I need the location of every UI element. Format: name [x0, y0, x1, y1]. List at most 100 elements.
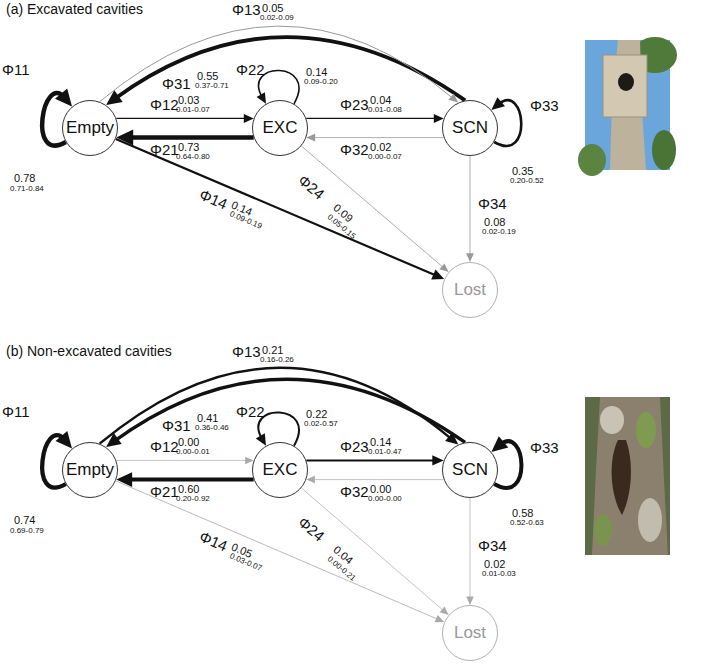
arrowhead: [306, 134, 315, 142]
transition-symbol: Φ12: [150, 97, 179, 114]
arrowhead: [435, 615, 445, 622]
arrowhead: [466, 253, 474, 262]
probability-value: 0.21: [262, 344, 283, 356]
state-name: Empty: [66, 118, 114, 138]
transition-symbol: Φ11: [2, 404, 30, 421]
panel-title: (b) Non-excavated cavities: [6, 344, 172, 359]
transition-symbol: Φ33: [530, 98, 559, 115]
state-circle: EXC: [252, 100, 308, 156]
transition-symbol: Φ22: [236, 404, 265, 421]
transition-symbol: Φ11: [2, 62, 30, 79]
confidence-interval: 0.02-0.57: [304, 420, 338, 429]
arrowhead: [306, 476, 315, 484]
transition-arrow: [306, 459, 435, 461]
transition-arrow: [312, 479, 443, 480]
transition-symbol: Φ31: [162, 418, 191, 435]
arrowhead: [256, 433, 266, 446]
moss: [594, 514, 612, 546]
transition-arrow: [116, 481, 439, 620]
arrowhead: [116, 472, 132, 487]
probability-value: 0.02: [370, 141, 391, 153]
transition-arrow: [470, 156, 471, 256]
state-circle: Empty: [62, 442, 118, 498]
probability-value: 0.74: [14, 514, 35, 526]
arrowhead: [56, 431, 73, 449]
transition-arrow: [127, 478, 253, 482]
confidence-interval: 0.00-0.00: [368, 495, 402, 504]
arrowhead: [449, 94, 459, 103]
probability-value: 0.02: [484, 558, 505, 570]
confidence-interval: 0.01-0.08: [368, 106, 402, 115]
confidence-interval: 0.20-0.92: [176, 495, 210, 504]
transition-arrow: [116, 118, 247, 119]
transition-symbol: Φ13: [232, 344, 261, 361]
transition-symbol: Φ22: [236, 62, 265, 79]
state-name: Lost: [454, 280, 486, 300]
probability-value: 0.00: [178, 436, 199, 448]
confidence-interval: 0.36-0.46: [195, 424, 229, 433]
arrowhead: [55, 89, 72, 107]
arrowhead: [116, 130, 133, 146]
confidence-interval: 0.02-0.09: [260, 14, 294, 23]
transition-symbol: Φ24: [295, 172, 328, 203]
transition-symbol: Φ21: [150, 484, 179, 501]
probability-value: 0.14: [306, 66, 327, 78]
transition-arrow: [306, 118, 437, 119]
lost-state-circle: Lost: [442, 262, 498, 318]
transition-symbol: Φ32: [340, 142, 369, 159]
transition-symbol: Φ32: [340, 484, 369, 501]
state-name: EXC: [263, 118, 298, 138]
transition-symbol: Φ34: [478, 538, 507, 555]
probability-value: 0.58: [512, 507, 533, 519]
transition-arrow: [470, 498, 471, 599]
panel-title: (a) Excavated cavities: [6, 2, 143, 17]
probability-value: 0.22: [306, 408, 327, 420]
state-circle: EXC: [252, 442, 308, 498]
transition-arrow: [301, 488, 444, 611]
bark-patch: [600, 406, 624, 434]
transition-symbol: Φ31: [162, 76, 191, 93]
probability-value: 0.08: [484, 216, 505, 228]
confidence-interval: 0.01-0.03: [482, 570, 516, 579]
transition-arrow: [312, 137, 443, 138]
transition-arrow: [116, 460, 247, 461]
bark-patch: [638, 498, 662, 542]
transition-symbol: Φ24: [295, 514, 328, 545]
probability-value: 0.00: [370, 483, 391, 495]
probability-value: 0.73: [178, 141, 199, 153]
foliage: [578, 144, 606, 176]
lost-state-circle: Lost: [442, 605, 498, 661]
confidence-interval: 0.71-0.84: [10, 185, 44, 194]
transition-symbol: Φ12: [150, 439, 179, 456]
confidence-interval: 0.09-0.20: [304, 78, 338, 87]
state-name: Lost: [454, 623, 486, 643]
state-circle: SCN: [442, 442, 498, 498]
transition-symbol: Φ23: [340, 439, 369, 456]
foliage: [652, 130, 676, 170]
confidence-interval: 0.37-0.71: [195, 82, 229, 91]
confidence-interval: 0.00-0.07: [368, 153, 402, 162]
state-circle: Empty: [62, 100, 118, 156]
state-circle: SCN: [442, 100, 498, 156]
cavity-hole: [612, 440, 631, 515]
arrowhead: [491, 97, 505, 110]
transition-symbol: Φ33: [530, 440, 559, 457]
arrowhead: [431, 269, 444, 279]
nest-box: [603, 55, 647, 117]
probability-value: 0.78: [14, 172, 35, 184]
probability-value: 0.41: [197, 412, 218, 424]
probability-value: 0.05: [262, 2, 283, 14]
transition-arrow: [116, 139, 437, 276]
probability-value: 0.60: [178, 483, 199, 495]
transition-arrow: [100, 368, 452, 444]
confidence-interval: 0.01-0.47: [368, 448, 402, 457]
tree-trunk: [592, 397, 668, 555]
moss: [636, 412, 656, 448]
transition-symbol: Φ34: [478, 196, 507, 213]
state-name: SCN: [452, 118, 488, 138]
state-name: EXC: [263, 460, 298, 480]
confidence-interval: 0.01-0.07: [176, 106, 210, 115]
arrowhead: [466, 597, 474, 606]
transition-arrow: [128, 135, 254, 140]
